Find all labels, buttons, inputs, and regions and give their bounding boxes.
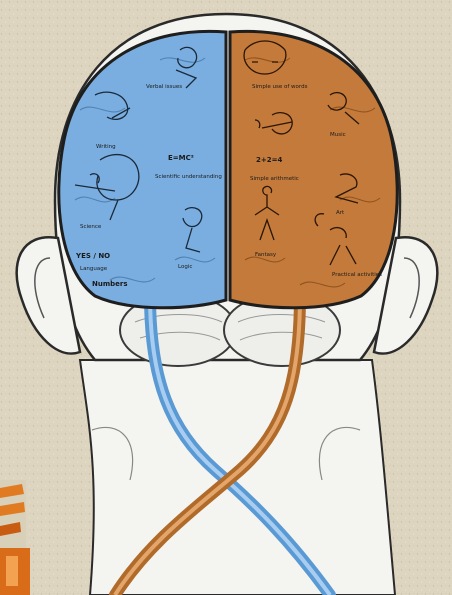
label-yes-no: YES / NO bbox=[75, 252, 110, 260]
label-music: Music bbox=[330, 132, 346, 138]
label-fantasy: Fantasy bbox=[255, 252, 277, 258]
label-arithmetic-example: 2+2=4 bbox=[256, 156, 282, 164]
corner-logo-fragment bbox=[0, 480, 30, 595]
label-simple-arithmetic: Simple arithmetic bbox=[250, 176, 299, 182]
label-logic: Logic bbox=[178, 264, 192, 270]
label-verbal-issues: Verbal issues bbox=[146, 84, 182, 90]
label-equation: E=MC² bbox=[168, 154, 194, 162]
label-scientific-understanding: Scientific understanding bbox=[155, 174, 222, 180]
label-art: Art bbox=[336, 210, 345, 216]
label-practical-activities: Practical activities bbox=[332, 272, 382, 278]
label-writing: Writing bbox=[96, 144, 116, 150]
label-simple-use-of-words: Simple use of words bbox=[252, 84, 308, 90]
label-language: Language bbox=[80, 266, 108, 272]
label-numbers: Numbers bbox=[92, 280, 128, 288]
label-science: Science bbox=[80, 224, 102, 230]
